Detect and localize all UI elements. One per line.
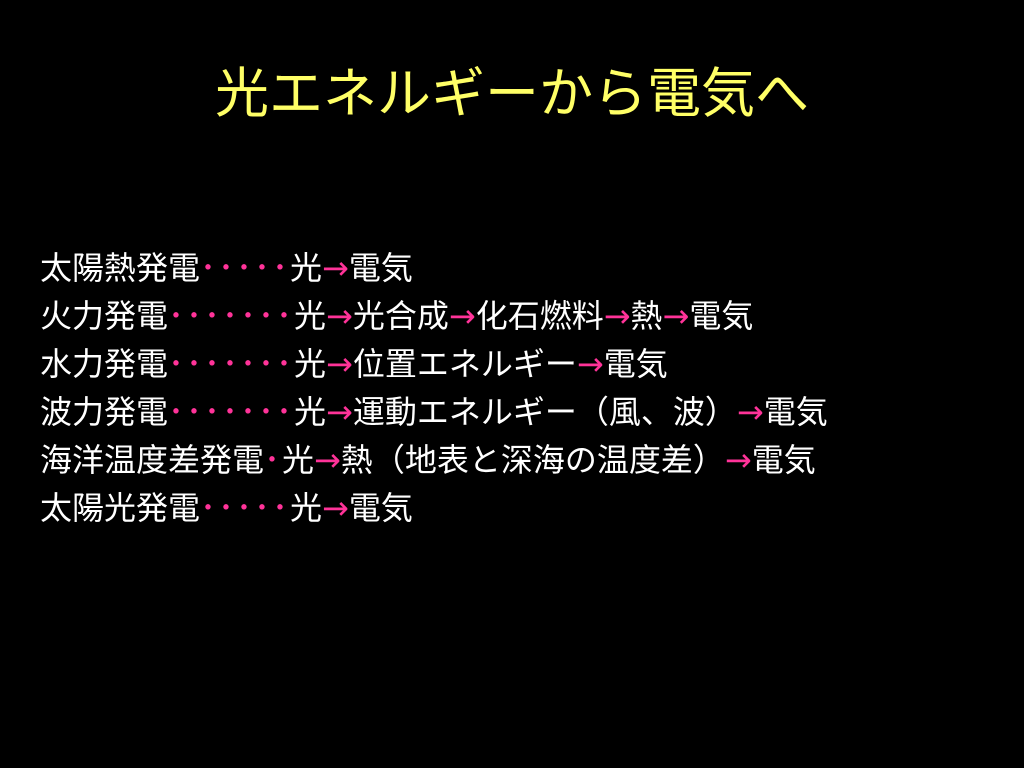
arrow-icon: → [326, 297, 353, 335]
line-segment: 電気 [751, 441, 816, 479]
line-segment: 光 [290, 489, 323, 527]
arrow-icon: → [662, 297, 690, 335]
line-segment: 電気 [603, 345, 668, 383]
line-label: 火力発電 [40, 297, 169, 335]
line-label: 太陽光発電 [40, 489, 201, 527]
line-segment: 熱 [630, 297, 663, 335]
text-line: 太陽光発電･････光→電気 [40, 484, 1000, 532]
line-label: 水力発電 [40, 345, 169, 383]
line-segment: 電気 [689, 297, 754, 335]
arrow-icon: → [576, 345, 604, 383]
arrow-icon: → [448, 297, 476, 335]
slide-title: 光エネルギーから電気へ [215, 62, 809, 125]
line-segment: 電気 [348, 489, 413, 527]
leader-dots: ･････ [200, 489, 291, 527]
leader-dots: ･････ [200, 249, 291, 287]
leader-dots: ･ [264, 441, 283, 479]
line-segment: 光 [282, 441, 315, 479]
line-segment: 位置エネルギー [352, 345, 577, 383]
line-segment: 熱（地表と深海の温度差） [340, 441, 725, 479]
leader-dots: ･･･････ [168, 393, 295, 431]
arrow-icon: → [736, 393, 764, 431]
text-line: 火力発電･･･････光→光合成→化石燃料→熱→電気 [40, 292, 1000, 340]
line-segment: 光 [290, 249, 323, 287]
arrow-icon: → [322, 249, 349, 287]
arrow-icon: → [326, 393, 353, 431]
arrow-icon: → [603, 297, 631, 335]
line-segment: 電気 [763, 393, 828, 431]
line-label: 太陽熱発電 [40, 249, 201, 287]
line-segment: 光 [294, 297, 327, 335]
line-label: 波力発電 [40, 393, 169, 431]
line-segment: 化石燃料 [475, 297, 604, 335]
line-segment: 光 [294, 393, 327, 431]
text-line: 水力発電･･･････光→位置エネルギー→電気 [40, 340, 1000, 388]
line-segment: 光合成 [352, 297, 449, 335]
leader-dots: ･･･････ [168, 297, 295, 335]
line-segment: 電気 [348, 249, 413, 287]
text-line: 海洋温度差発電･光→熱（地表と深海の温度差）→電気 [40, 436, 1000, 484]
arrow-icon: → [314, 441, 341, 479]
text-line: 太陽熱発電･････光→電気 [40, 244, 1000, 292]
arrow-icon: → [724, 441, 752, 479]
leader-dots: ･･･････ [168, 345, 295, 383]
text-line: 波力発電･･･････光→運動エネルギー（風、波）→電気 [40, 388, 1000, 436]
line-label: 海洋温度差発電 [40, 441, 265, 479]
arrow-icon: → [322, 489, 349, 527]
arrow-icon: → [326, 345, 353, 383]
line-segment: 光 [294, 345, 327, 383]
text-block: 太陽熱発電･････光→電気火力発電･･･････光→光合成→化石燃料→熱→電気… [40, 244, 1000, 532]
line-segment: 運動エネルギー（風、波） [352, 393, 737, 431]
